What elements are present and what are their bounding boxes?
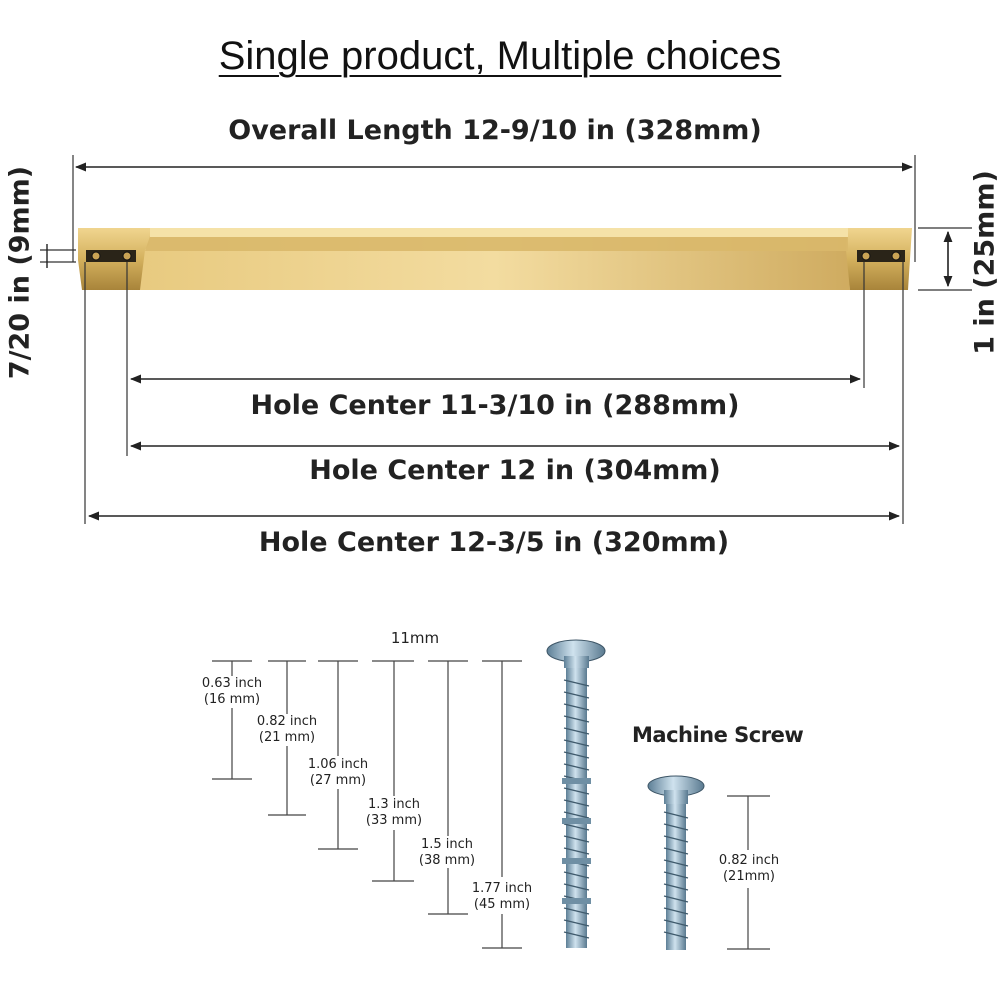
screw-length-label-5: 1.5 inch (38 mm) (407, 837, 487, 869)
screw-length-label-3: 1.06 inch (27 mm) (298, 757, 378, 789)
overall-length-dimension (72, 155, 916, 262)
screw-length-inch: 1.77 inch (471, 881, 533, 896)
screw-length-label-2: 0.82 inch (21 mm) (247, 714, 327, 746)
hole-center-dimensions (84, 262, 904, 524)
screw-length-inch: 1.3 inch (367, 797, 421, 812)
screw-length-mm: (21 mm) (258, 730, 316, 745)
screw-length-inch: 1.5 inch (420, 837, 474, 852)
height-dimension (918, 227, 972, 291)
screw-length-label-1: 0.63 inch (16 mm) (192, 676, 272, 708)
machine-screw-mm: (21mm) (722, 869, 775, 884)
hole-center-label-1: Hole Center 11-3/10 in (288mm) (250, 390, 740, 421)
machine-screw-length-label: 0.82 inch (21mm) (708, 853, 790, 885)
screw-length-mm: (38 mm) (418, 853, 476, 868)
screw-length-mm: (16 mm) (203, 692, 261, 707)
machine-screw (647, 775, 705, 950)
screw-length-inch: 0.63 inch (201, 676, 263, 691)
height-label: 1 in (25mm) (969, 170, 1000, 355)
screw-length-label-4: 1.3 inch (33 mm) (354, 797, 434, 829)
overall-length-label: Overall Length 12-9/10 in (328mm) (228, 115, 762, 146)
screw-length-mm: (33 mm) (365, 813, 423, 828)
hole-center-label-2: Hole Center 12 in (304mm) (309, 455, 721, 486)
long-screw (546, 639, 606, 948)
screw-head-width-label: 11mm (390, 629, 440, 647)
screw-length-inch: 1.06 inch (307, 757, 369, 772)
cabinet-handle (78, 228, 912, 290)
screw-length-label-6: 1.77 inch (45 mm) (462, 881, 542, 913)
thickness-label: 7/20 in (9mm) (4, 165, 36, 380)
screw-length-mm: (45 mm) (473, 897, 531, 912)
thickness-dimension (40, 244, 76, 268)
hole-center-label-3: Hole Center 12-3/5 in (320mm) (258, 527, 730, 558)
machine-screw-inch: 0.82 inch (718, 853, 780, 868)
screw-length-mm: (27 mm) (309, 773, 367, 788)
screw-length-brackets (212, 660, 770, 950)
machine-screw-title: Machine Screw (632, 723, 804, 747)
screw-length-inch: 0.82 inch (256, 714, 318, 729)
page-title: Single product, Multiple choices (218, 34, 782, 78)
